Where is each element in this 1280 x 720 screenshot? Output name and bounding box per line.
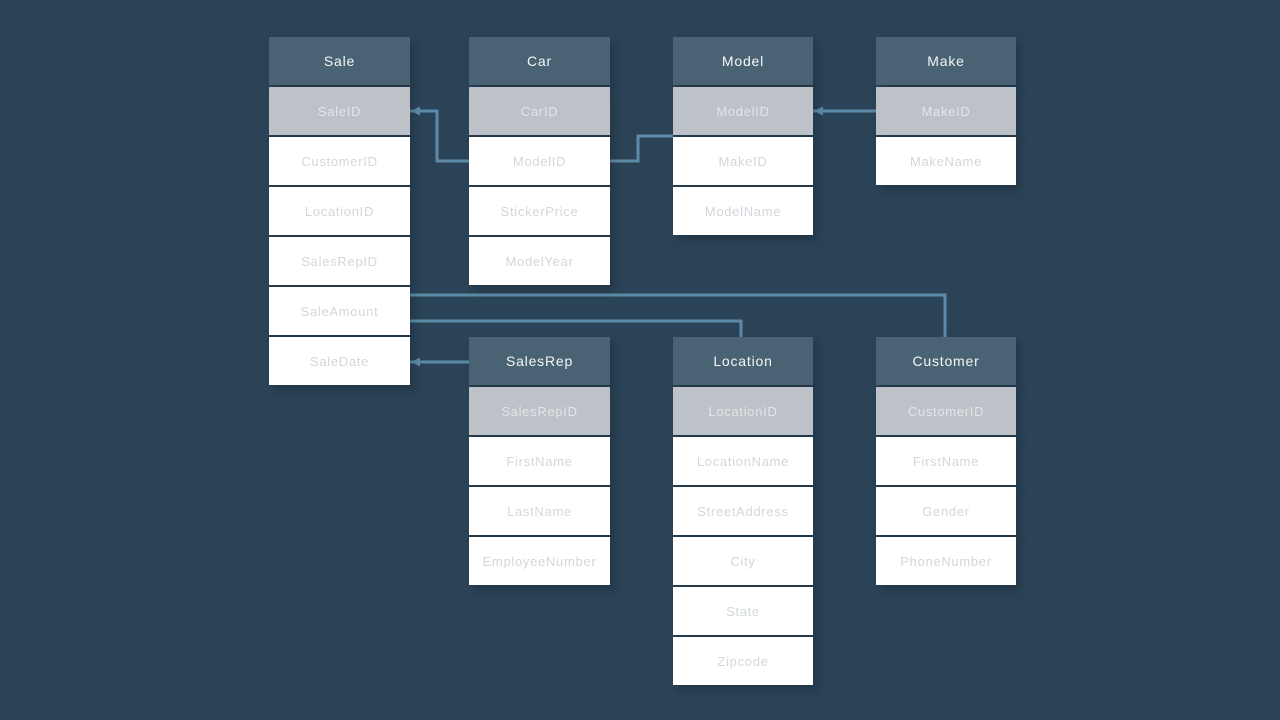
field-row-modelid: ModelID — [469, 137, 610, 185]
table-title-car: Car — [469, 37, 610, 85]
field-label: SaleDate — [309, 353, 370, 369]
field-row-locationid: LocationID — [269, 187, 410, 235]
table-make: Make MakeID MakeName — [876, 37, 1016, 187]
field-row-makeid: MakeID — [673, 137, 813, 185]
table-fields-sale: SaleID CustomerID LocationID SalesRepID Sale… — [269, 87, 410, 385]
field-row-locationname: LocationName — [673, 437, 813, 485]
field-label: StreetAddress — [697, 503, 789, 519]
field-label: MakeID — [921, 103, 971, 119]
table-fields-model: ModelID MakeID ModelName — [673, 87, 813, 235]
field-row-customerid: CustomerID — [876, 387, 1016, 435]
table-title-model: Model — [673, 37, 813, 85]
field-label: MakeID — [718, 153, 768, 169]
field-row-modelid: ModelID — [673, 87, 813, 135]
field-label: FirstName — [912, 453, 980, 469]
connector-sale-saleamount-to-customer — [410, 293, 947, 337]
field-label: ModelYear — [505, 253, 574, 269]
table-title-sale: Sale — [269, 37, 410, 85]
field-label: LocationID — [708, 403, 778, 419]
field-label: CarID — [520, 103, 559, 119]
field-row-makename: MakeName — [876, 137, 1016, 185]
field-label: CustomerID — [907, 403, 985, 419]
field-row-salesrepid: SalesRepID — [469, 387, 610, 435]
table-title-customer: Customer — [876, 337, 1016, 385]
field-row-city: City — [673, 537, 813, 585]
field-row-saleid: SaleID — [269, 87, 410, 135]
field-row-gender: Gender — [876, 487, 1016, 535]
field-row-phonenumber: PhoneNumber — [876, 537, 1016, 585]
field-label: LocationID — [304, 203, 375, 219]
field-row-salesrepid: SalesRepID — [269, 237, 410, 285]
field-row-streetaddress: StreetAddress — [673, 487, 813, 535]
field-label: SalesRepID — [501, 403, 578, 419]
field-label: Zipcode — [717, 653, 769, 669]
table-title-make: Make — [876, 37, 1016, 85]
connector-car-modelid-to-model-modelid — [610, 134, 673, 163]
field-label: ModelName — [704, 203, 782, 219]
table-sale: Sale SaleID CustomerID LocationID SalesRepI… — [269, 37, 410, 387]
table-fields-make: MakeID MakeName — [876, 87, 1016, 185]
field-label: SaleID — [317, 103, 362, 119]
field-row-customerid: CustomerID — [269, 137, 410, 185]
field-row-makeid: MakeID — [876, 87, 1016, 135]
field-row-firstname: FirstName — [876, 437, 1016, 485]
field-row-firstname: FirstName — [469, 437, 610, 485]
field-row-carid: CarID — [469, 87, 610, 135]
field-label: EmployeeNumber — [482, 553, 597, 569]
field-label: Gender — [922, 503, 970, 519]
arrowhead-model-modelid — [814, 106, 823, 116]
field-label: SalesRepID — [301, 253, 378, 269]
field-row-employeenumber: EmployeeNumber — [469, 537, 610, 585]
field-row-state: State — [673, 587, 813, 635]
connector-sale-saleamount-to-location — [410, 319, 743, 337]
field-label: MakeName — [909, 153, 983, 169]
field-label: CustomerID — [301, 153, 378, 169]
arrowhead-sale-saledate — [411, 357, 420, 367]
field-row-locationid: LocationID — [673, 387, 813, 435]
field-row-saleamount: SaleAmount — [269, 287, 410, 335]
field-label: City — [730, 553, 756, 569]
field-row-stickerprice: StickerPrice — [469, 187, 610, 235]
table-model: Model ModelID MakeID ModelName — [673, 37, 813, 237]
field-label: ModelID — [512, 153, 567, 169]
field-label: LastName — [507, 503, 572, 519]
arrowhead-sale-saleid — [411, 106, 420, 116]
connector-sale-saleid-to-car-modelid — [410, 109, 469, 163]
field-label: PhoneNumber — [900, 553, 992, 569]
field-label: LocationName — [696, 453, 790, 469]
field-label: StickerPrice — [500, 203, 579, 219]
field-label: ModelID — [716, 103, 770, 119]
field-row-modelyear: ModelYear — [469, 237, 610, 285]
table-title-salesrep: SalesRep — [469, 337, 610, 385]
table-title-location: Location — [673, 337, 813, 385]
field-label: FirstName — [506, 453, 573, 469]
field-row-zipcode: Zipcode — [673, 637, 813, 685]
field-row-saledate: SaleDate — [269, 337, 410, 385]
field-row-lastname: LastName — [469, 487, 610, 535]
field-row-modelname: ModelName — [673, 187, 813, 235]
field-label: State — [726, 603, 760, 619]
field-label: SaleAmount — [300, 303, 379, 319]
